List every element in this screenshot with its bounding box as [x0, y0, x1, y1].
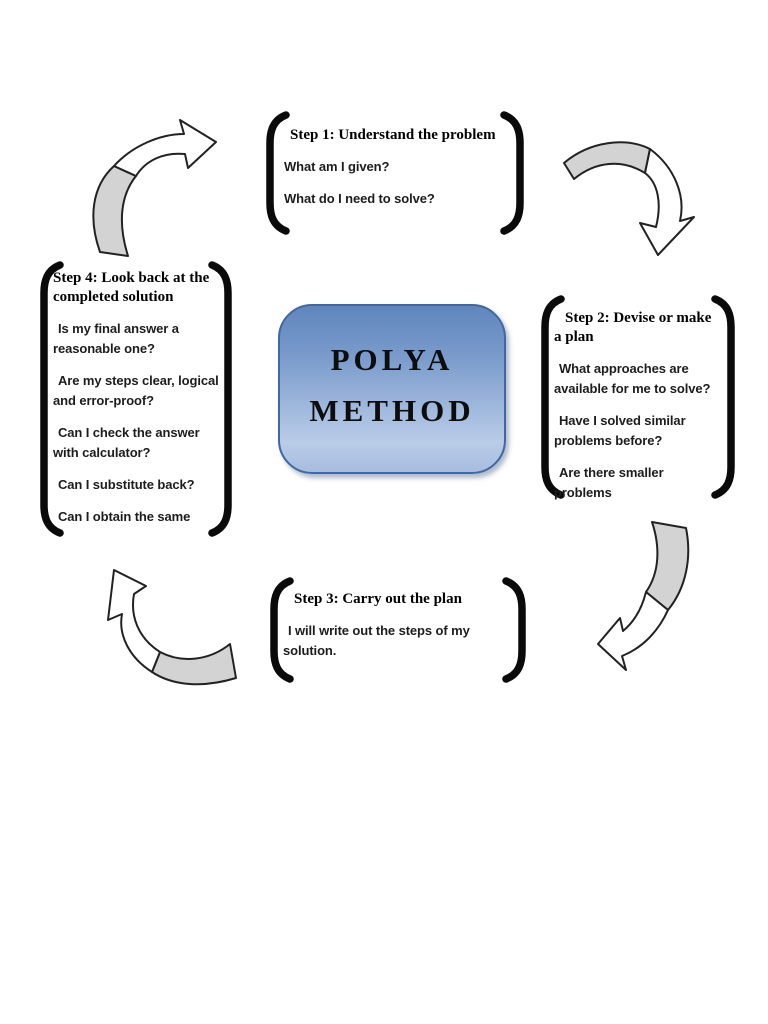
step1-content: Step 1: Understand the problem What am I… — [279, 110, 511, 209]
step4-header: Step 4: Look back at the completed solut… — [53, 270, 210, 305]
step4-line: Can I obtain the same — [58, 509, 191, 524]
title-line-2: METHOD — [309, 393, 475, 428]
polya-method-title: POLYA METHOD — [309, 306, 474, 429]
step4-line: Can I substitute back? — [58, 477, 195, 492]
curved-arrow-step1-to-step2-icon — [563, 141, 695, 256]
left-bracket-icon — [541, 295, 565, 499]
curved-arrow-step2-to-step3-icon — [597, 521, 690, 671]
step2-line: What approaches are available for me to … — [554, 361, 711, 396]
left-bracket-icon — [40, 261, 64, 537]
step4-line: Are my steps clear, logical and error-pr… — [53, 373, 219, 408]
step4-content: Step 4: Look back at the completed solut… — [53, 260, 226, 527]
step1-line: What am I given? — [284, 159, 390, 174]
left-bracket-icon — [266, 111, 290, 235]
polya-method-box: POLYA METHOD — [278, 304, 506, 474]
step1-header: Step 1: Understand the problem — [290, 127, 496, 143]
curved-arrow-step3-to-step4-icon — [107, 569, 237, 686]
step1-line: What do I need to solve? — [284, 191, 435, 206]
left-bracket-icon — [270, 577, 294, 683]
step4-line: Can I check the answer with calculator? — [53, 425, 200, 460]
step2-header: Step 2: Devise or make a plan — [554, 310, 712, 345]
right-bracket-icon — [711, 295, 735, 499]
curved-arrow-step4-to-step1-icon — [92, 119, 217, 257]
step3-line: I will write out the steps of my solutio… — [283, 623, 470, 658]
step3-panel: Step 3: Carry out the plan I will write … — [266, 576, 530, 684]
step2-line: Are there smaller problems — [554, 465, 664, 500]
step2-panel: Step 2: Devise or make a plan What appro… — [537, 294, 739, 500]
right-bracket-icon — [500, 111, 524, 235]
right-bracket-icon — [502, 577, 526, 683]
step2-content: Step 2: Devise or make a plan What appro… — [554, 294, 722, 503]
step4-line: Is my final answer a reasonable one? — [53, 321, 179, 356]
step3-header: Step 3: Carry out the plan — [294, 591, 462, 607]
step2-line: Have I solved similar problems before? — [554, 413, 686, 448]
title-line-1: POLYA — [330, 342, 454, 377]
step1-panel: Step 1: Understand the problem What am I… — [262, 110, 528, 236]
right-bracket-icon — [208, 261, 232, 537]
step3-content: Step 3: Carry out the plan I will write … — [283, 576, 513, 661]
step4-panel: Step 4: Look back at the completed solut… — [36, 260, 236, 538]
